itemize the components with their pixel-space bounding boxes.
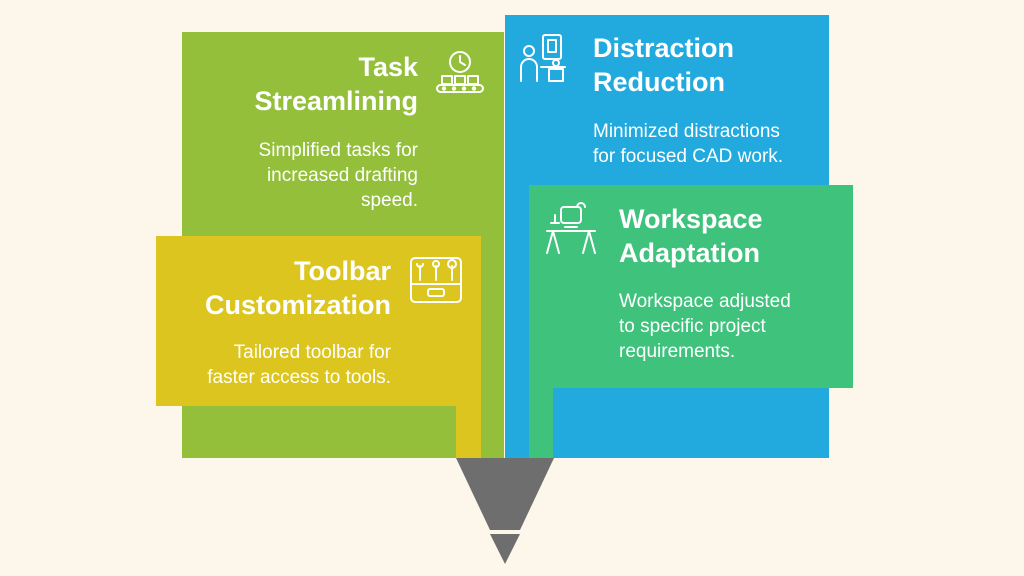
person-at-screen-icon (520, 34, 566, 82)
workspace-adaptation-description: Workspace adjusted to specific project r… (619, 291, 791, 362)
task-streamlining-description: Simplified tasks for increased drafting … (258, 140, 418, 211)
workspace-adaptation-stem (529, 388, 553, 458)
distraction-reduction-description: Minimized distractions for focused CAD w… (593, 121, 784, 167)
toolbar-customization-panel: Toolbar Customization Tailored toolbar f… (156, 236, 481, 406)
workspace-adaptation-panel: Workspace Adaptation Workspace adjusted … (529, 185, 853, 388)
workspace-adaptation-title: Workspace Adaptation (619, 204, 763, 268)
toolbar-customization-title: Toolbar Customization (205, 256, 391, 320)
conveyor-clock-icon (436, 51, 484, 93)
toolbar-customization-description: Tailored toolbar for faster access to to… (207, 342, 391, 388)
distraction-reduction-title: Distraction Reduction (593, 33, 735, 97)
toolbox-icon (410, 257, 462, 303)
drafting-desk-icon (546, 202, 596, 254)
task-streamlining-title: Task Streamlining (254, 52, 418, 116)
toolbar-customization-stem (456, 406, 481, 458)
